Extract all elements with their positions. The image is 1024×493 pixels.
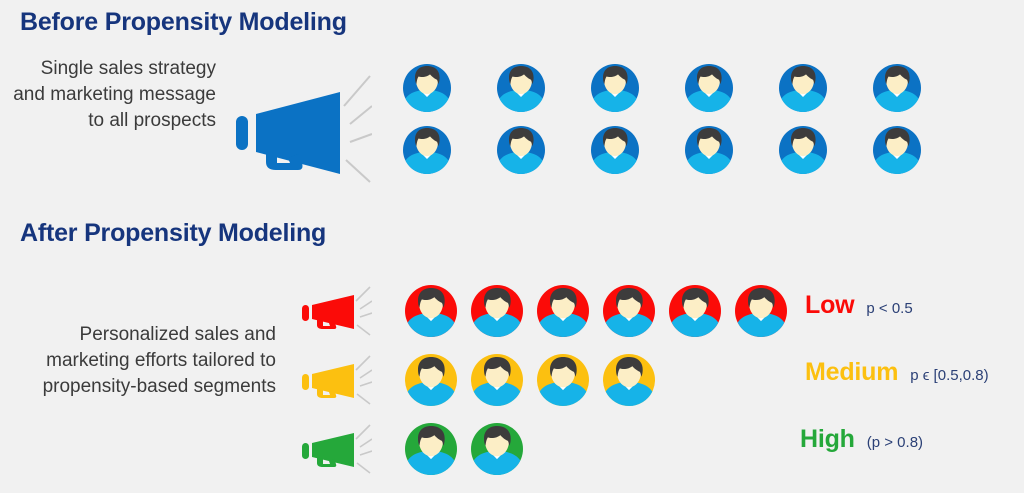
person-avatar-icon	[497, 64, 545, 112]
legend-range-high: (p > 0.8)	[866, 434, 924, 451]
person-avatar-icon	[591, 64, 639, 112]
megaphone-icon	[302, 286, 373, 336]
person-avatar-icon	[779, 64, 827, 112]
megaphone-icon-high-segment	[300, 421, 373, 482]
avatar-row	[400, 60, 964, 122]
avatar-row	[403, 283, 799, 341]
person-avatar-icon	[873, 126, 921, 174]
person-avatar-icon	[497, 126, 545, 174]
person-avatar-icon	[735, 285, 787, 338]
person-avatar-icon	[471, 285, 523, 338]
legend-item-medium: Medium p ϵ [0.5,0.8)	[805, 358, 989, 387]
person-avatar-icon	[405, 285, 457, 338]
legend-range-medium: p ϵ [0.5,0.8)	[910, 367, 989, 384]
megaphone-icon-before	[232, 62, 373, 195]
medium-segment-avatar-row	[403, 352, 667, 410]
person-avatar-icon	[403, 126, 451, 174]
megaphone-icon-low-segment	[300, 283, 373, 344]
megaphone-icon	[302, 424, 373, 474]
legend-label-medium: Medium	[805, 358, 899, 386]
person-avatar-icon	[603, 285, 655, 338]
person-avatar-icon	[405, 423, 457, 476]
person-avatar-icon	[537, 354, 589, 407]
person-avatar-icon	[471, 423, 523, 476]
person-avatar-icon	[537, 285, 589, 338]
legend-item-high: High (p > 0.8)	[800, 425, 923, 454]
megaphone-icon	[236, 75, 373, 183]
person-avatar-icon	[779, 126, 827, 174]
avatar-row	[403, 352, 667, 410]
avatar-row	[403, 421, 535, 479]
person-avatar-icon	[603, 354, 655, 407]
before-section-body-text: Single sales strategy and marketing mess…	[13, 58, 216, 131]
low-segment-avatar-row	[403, 283, 799, 341]
person-avatar-icon	[873, 64, 921, 112]
legend-label-low: Low	[805, 291, 855, 319]
before-avatar-grid	[400, 60, 1024, 184]
person-avatar-icon	[669, 285, 721, 338]
legend-range-low: p < 0.5	[866, 300, 913, 317]
legend-item-low: Low p < 0.5	[805, 291, 913, 320]
before-section-title: Before Propensity Modeling	[20, 8, 347, 36]
person-avatar-icon	[685, 126, 733, 174]
avatar-row	[400, 122, 964, 184]
after-section-title: After Propensity Modeling	[20, 219, 327, 247]
megaphone-icon-medium-segment	[300, 352, 373, 413]
legend-label-high: High	[800, 425, 855, 453]
person-avatar-icon	[403, 64, 451, 112]
high-segment-avatar-row	[403, 421, 535, 479]
person-avatar-icon	[591, 126, 639, 174]
megaphone-icon	[302, 355, 373, 405]
person-avatar-icon	[685, 64, 733, 112]
person-avatar-icon	[471, 354, 523, 407]
after-section-body-text: Personalized sales and marketing efforts…	[42, 324, 276, 397]
person-avatar-icon	[405, 354, 457, 407]
